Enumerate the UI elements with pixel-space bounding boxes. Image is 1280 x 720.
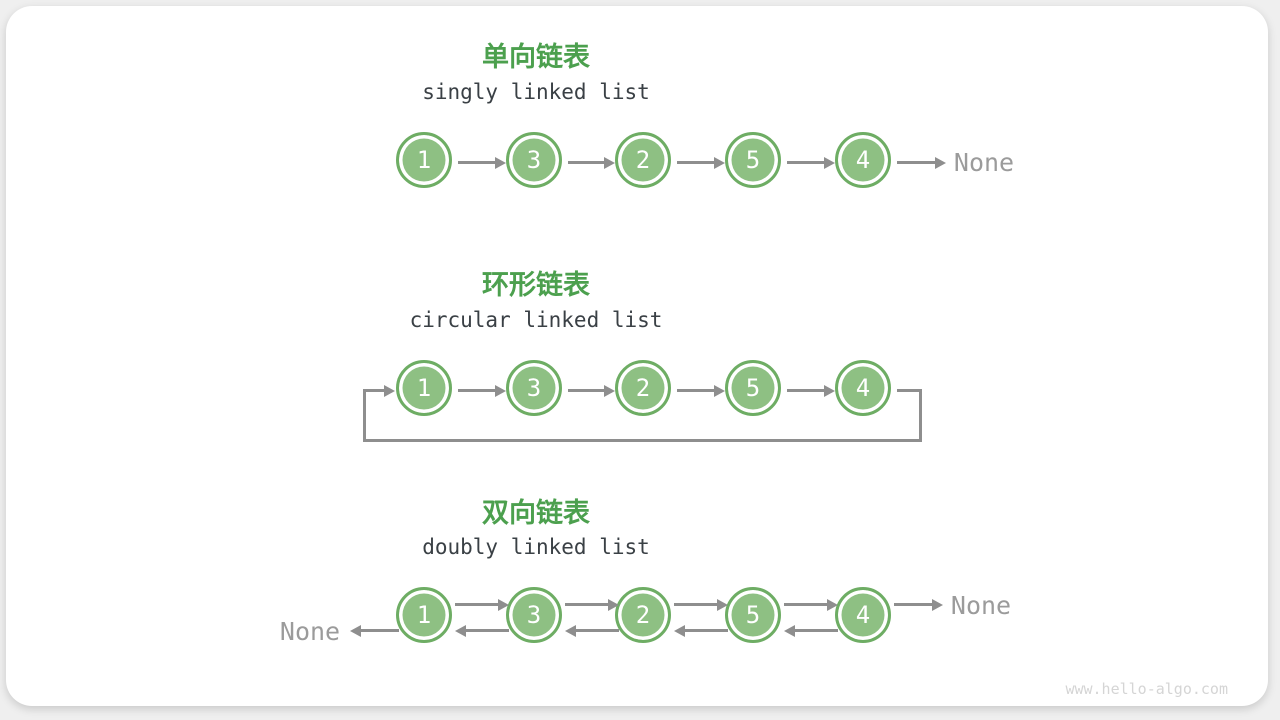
doubly-node: 5 xyxy=(725,587,781,643)
circular-title-zh: 环形链表 xyxy=(482,270,590,301)
prev-arrow-icon xyxy=(685,629,728,632)
next-arrow-icon xyxy=(458,389,495,392)
singly-node: 2 xyxy=(615,132,671,188)
loop-arrow-icon xyxy=(363,389,384,392)
node-value: 1 xyxy=(416,601,432,629)
next-arrow-icon xyxy=(568,389,604,392)
singly-node: 5 xyxy=(725,132,781,188)
node-value: 1 xyxy=(416,374,432,402)
doubly-tail-none-label: None xyxy=(950,591,1012,620)
node-value: 3 xyxy=(526,601,542,629)
doubly-node: 2 xyxy=(615,587,671,643)
doubly-node: 4 xyxy=(835,587,891,643)
next-arrow-icon xyxy=(458,161,495,164)
doubly-node: 1 xyxy=(396,587,452,643)
singly-title-zh: 单向链表 xyxy=(482,42,590,73)
prev-arrow-icon xyxy=(576,629,619,632)
circular-node: 2 xyxy=(615,360,671,416)
node-value: 4 xyxy=(855,374,871,402)
next-arrow-icon xyxy=(674,603,717,606)
node-value: 4 xyxy=(855,601,871,629)
circular-node: 1 xyxy=(396,360,452,416)
next-arrow-icon xyxy=(568,161,604,164)
watermark-text: www.hello-algo.com xyxy=(1065,680,1228,698)
prev-arrow-icon xyxy=(361,629,399,632)
circular-title-en: circular linked list xyxy=(409,308,663,332)
next-arrow-icon xyxy=(565,603,608,606)
next-arrow-icon xyxy=(894,603,932,606)
singly-node: 4 xyxy=(835,132,891,188)
loop-segment-left-up xyxy=(363,389,366,442)
doubly-head-none-label: None xyxy=(279,617,341,646)
node-value: 5 xyxy=(745,601,761,629)
singly-node: 1 xyxy=(396,132,452,188)
doubly-title-zh: 双向链表 xyxy=(482,498,590,529)
prev-arrow-icon xyxy=(795,629,838,632)
next-arrow-icon xyxy=(784,603,827,606)
doubly-node: 3 xyxy=(506,587,562,643)
next-arrow-icon xyxy=(677,389,714,392)
next-arrow-icon xyxy=(677,161,714,164)
prev-arrow-icon xyxy=(466,629,509,632)
next-arrow-icon xyxy=(787,389,824,392)
loop-segment-right-down xyxy=(919,389,922,442)
node-value: 2 xyxy=(635,146,651,174)
node-value: 4 xyxy=(855,146,871,174)
singly-title-en: singly linked list xyxy=(422,80,650,104)
singly-node: 3 xyxy=(506,132,562,188)
next-arrow-icon xyxy=(455,603,498,606)
node-value: 1 xyxy=(416,146,432,174)
node-value: 2 xyxy=(635,601,651,629)
node-value: 5 xyxy=(745,146,761,174)
circular-node: 4 xyxy=(835,360,891,416)
node-value: 3 xyxy=(526,146,542,174)
diagram-card: 单向链表 singly linked list 1 3 2 5 4 None 环… xyxy=(6,6,1268,706)
loop-segment-bottom xyxy=(363,439,922,442)
singly-tail-none-label: None xyxy=(953,148,1015,177)
doubly-title-en: doubly linked list xyxy=(422,535,650,559)
node-value: 3 xyxy=(526,374,542,402)
circular-node: 5 xyxy=(725,360,781,416)
next-arrow-icon xyxy=(787,161,824,164)
node-value: 5 xyxy=(745,374,761,402)
node-value: 2 xyxy=(635,374,651,402)
loop-segment-right xyxy=(897,389,922,392)
next-arrow-icon xyxy=(897,161,935,164)
circular-node: 3 xyxy=(506,360,562,416)
